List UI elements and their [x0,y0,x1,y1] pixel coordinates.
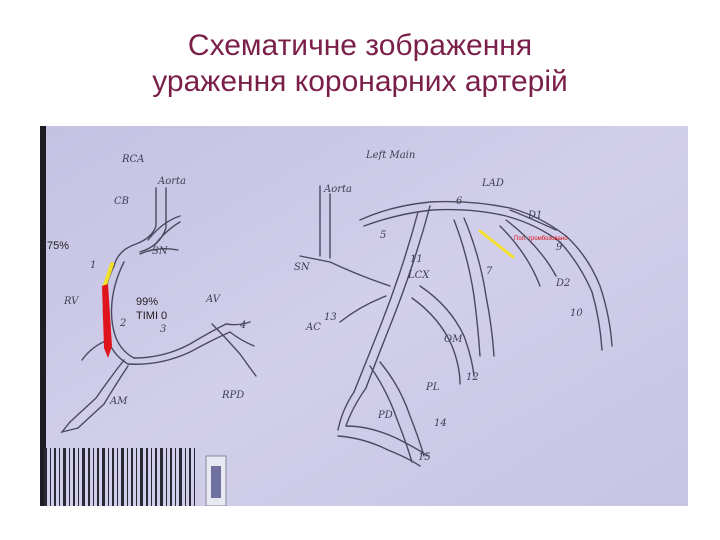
segment-5: 5 [380,230,386,241]
label-lcx: LCX [407,270,430,281]
om-1-inner [411,297,461,385]
lad-distal [565,235,613,347]
lad-distal-inner [559,241,603,351]
d2-branch-2 [499,225,541,287]
lad-proximal [359,200,567,237]
cb-branch-2 [153,221,181,247]
slide-title: Схематичне зображення ураження коронарни… [0,28,720,100]
av-branch [225,321,251,326]
am-branch [69,359,125,423]
segment-11: 11 [410,254,423,265]
label-rca: RCA [121,154,144,165]
segment-12: 12 [466,372,479,383]
label-sn-left: SN [294,262,311,273]
label-lad: LAD [481,178,504,189]
label-av: AV [205,294,222,305]
segment-6: 6 [456,196,463,207]
label-left-main: Left Main [365,150,415,161]
pl-branch [379,361,425,457]
title-line-1: Схематичне зображення [187,29,533,62]
label-d2: D2 [555,278,570,289]
segment-9: 9 [556,242,563,253]
label-rv: RV [63,296,80,307]
pd-proximal-inner [337,391,355,431]
segment-4: 4 [239,320,246,331]
lcx-inner [353,211,419,393]
pd-proximal [345,387,367,427]
annotation-occlusion-99: 99% [136,296,159,308]
stenosis-marker-rca [102,262,114,290]
om-1 [419,285,475,377]
label-ac: AC [305,322,321,333]
occlusion-marker-rca [102,284,112,358]
annotation-stenosis-75: 75% [47,240,70,252]
segment-13: 13 [324,312,337,323]
segment-3: 3 [160,324,166,335]
label-am: AM [109,396,128,407]
label-pd: PD [377,410,393,421]
pl-branch-inner [369,365,413,463]
label-cb: CB [114,196,129,207]
ac-branch [339,295,387,323]
rpd-1 [229,331,255,347]
label-aorta-right: Aorta [157,176,186,187]
pd-branch [345,425,429,457]
segment-1: 1 [90,260,96,271]
label-rpd: RPD [221,390,244,401]
annotation-timi: TIMI 0 [136,310,168,322]
sticker-print [211,466,221,498]
rca-distal [127,331,231,365]
label-sn-right: SN [152,246,169,257]
label-pl: PL [425,382,440,393]
rpd-2 [211,323,257,377]
paper-background [40,126,688,506]
om-2-inner [453,219,481,357]
segment-10: 10 [570,308,583,319]
barcode [44,448,195,506]
sn-branch [139,247,179,255]
title-line-2: ураження коронарних артерій [152,65,568,98]
label-om: OM [444,334,463,345]
segment-2: 2 [119,318,126,329]
om-2 [463,217,495,357]
vessel-lines [60,185,613,467]
lcx [365,205,431,389]
coronary-diagram-svg: RCA Aorta CB SN RV AV AM RPD Left Main A… [40,126,688,506]
stenosis-marker-lad [478,229,515,259]
lad-proximal-inner [363,208,561,243]
photo-left-edge [40,126,46,506]
sn-left-branch [299,255,391,287]
cb-branch [147,215,181,241]
d2-branch [505,219,557,277]
segment-14: 14 [434,418,447,429]
am-branch-2 [77,365,129,429]
right-aorta-outline [113,187,157,267]
segment-7: 7 [486,266,493,277]
label-d1: D1 [527,210,542,221]
annotation-lad-note: Поп. тромбозовано [514,236,568,242]
coronary-diagram-photo: RCA Aorta CB SN RV AV AM RPD Left Main A… [40,126,688,506]
rca-proximal-inner [110,261,135,359]
d1-branch [509,209,557,231]
label-aorta-left: Aorta [323,184,352,195]
am-arrowhead [60,421,79,434]
segment-15: 15 [418,452,431,463]
pd-branch-inner [337,435,421,467]
